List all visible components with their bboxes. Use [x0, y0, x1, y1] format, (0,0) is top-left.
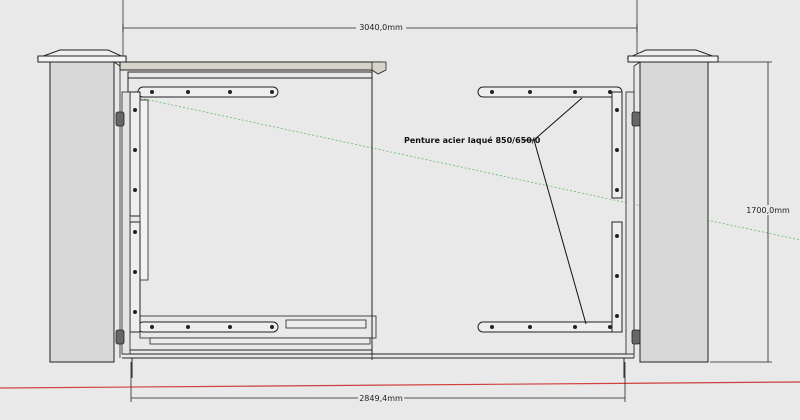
- bottom-dimension-label: 2849,4mm: [359, 394, 403, 403]
- bolt-hole: [270, 325, 274, 329]
- right-hinge-pins: [631, 111, 641, 345]
- hinge-callout: Penture acier laqué 850/650/0: [404, 97, 587, 325]
- left-gate-frame: [122, 71, 380, 355]
- bolt-hole: [133, 310, 137, 314]
- bolt-hole: [270, 90, 274, 94]
- right-gate-frame: [122, 353, 634, 359]
- bolt-hole: [133, 108, 137, 112]
- right-strap-bottom: [477, 221, 623, 333]
- bolt-hole: [186, 325, 190, 329]
- bolt-hole: [615, 234, 619, 238]
- left-strap-top: [129, 86, 279, 281]
- bolt-hole: [573, 90, 577, 94]
- bolt-hole: [615, 188, 619, 192]
- right-dimension-label: 1700,0mm: [746, 206, 790, 215]
- top-dimension-label: 3040,0mm: [359, 23, 403, 32]
- bolt-hole: [133, 270, 137, 274]
- top-dimension: 3040,0mm: [122, 22, 638, 32]
- right-gate-post: [625, 91, 635, 355]
- right-dimension: 1700,0mm: [710, 61, 790, 363]
- bolt-hole: [528, 325, 532, 329]
- bolt-hole: [228, 90, 232, 94]
- right-pillar: [626, 49, 720, 363]
- ground-ties: [131, 358, 625, 378]
- bolt-hole: [608, 325, 612, 329]
- bolt-hole: [615, 108, 619, 112]
- bolt-hole: [150, 325, 154, 329]
- bolt-hole: [615, 274, 619, 278]
- bolt-hole: [615, 148, 619, 152]
- right-strap-top: [477, 86, 623, 199]
- bottom-dimension: 2849,4mm: [130, 362, 626, 403]
- guide-axis: [139, 97, 800, 241]
- bolt-hole: [608, 90, 612, 94]
- top-beam: [119, 61, 387, 75]
- bolt-hole: [528, 90, 532, 94]
- bolt-hole: [573, 325, 577, 329]
- bolt-hole: [490, 90, 494, 94]
- bolt-hole: [615, 314, 619, 318]
- bolt-hole: [150, 90, 154, 94]
- bolt-hole: [490, 325, 494, 329]
- bolt-hole: [186, 90, 190, 94]
- strap-bolts: [133, 90, 619, 329]
- left-gate-post: [121, 91, 131, 355]
- bolt-hole: [133, 188, 137, 192]
- bolt-hole: [228, 325, 232, 329]
- left-strap-bottom: [129, 221, 377, 345]
- left-hinge-pins: [115, 111, 125, 345]
- ground-axis: [0, 381, 800, 389]
- bolt-hole: [133, 148, 137, 152]
- left-pillar: [36, 49, 128, 363]
- callout-label: Penture acier laqué 850/650/0: [404, 135, 541, 145]
- bolt-hole: [133, 230, 137, 234]
